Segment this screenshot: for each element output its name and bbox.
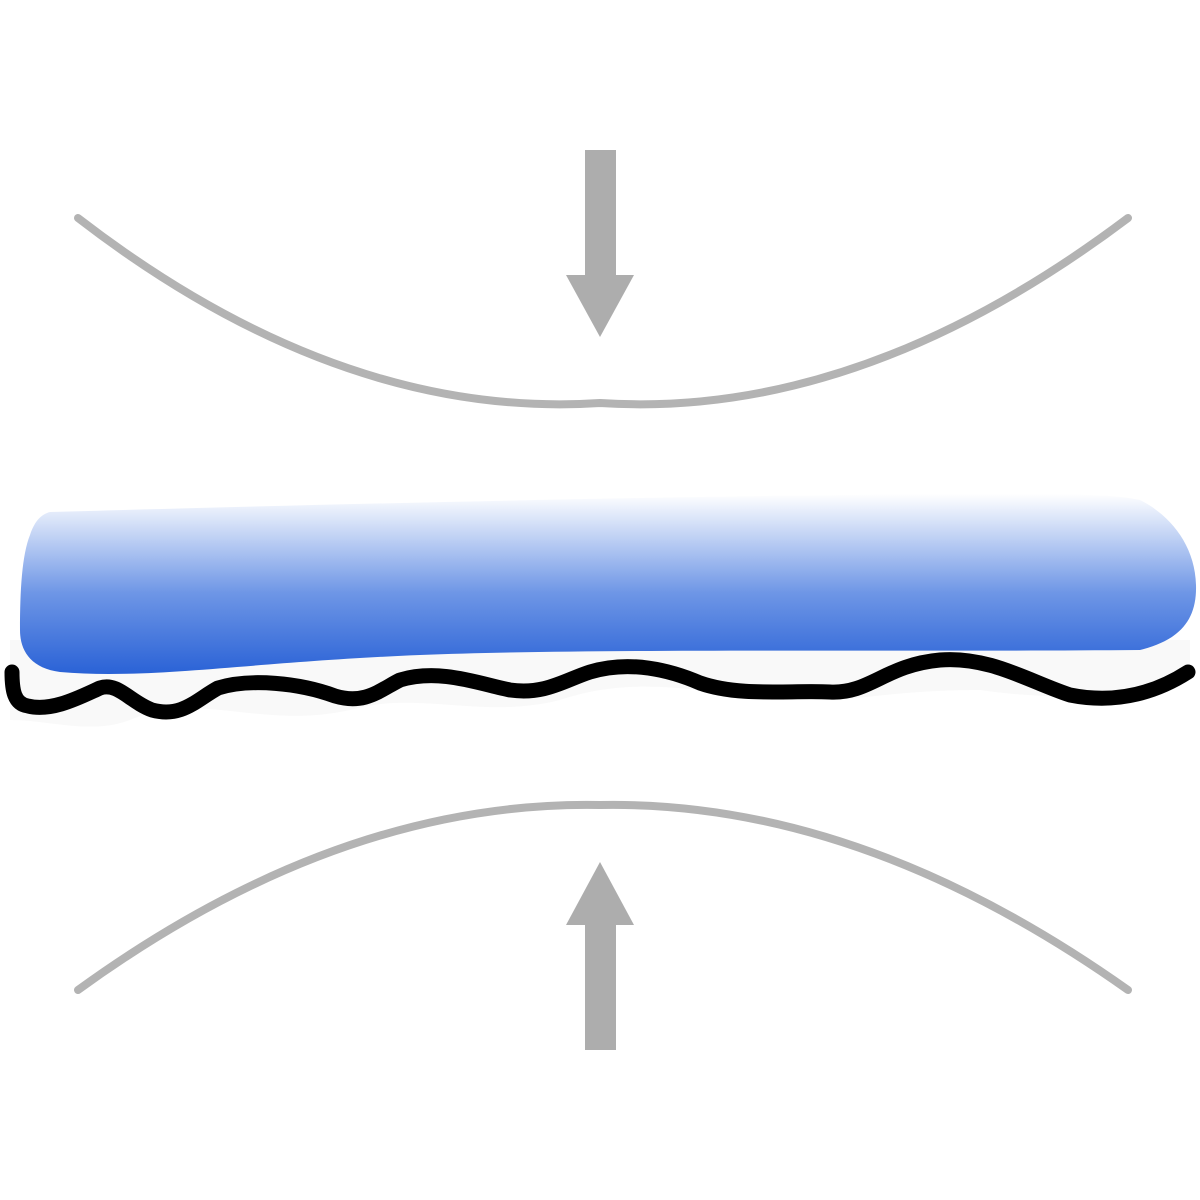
liquid-film-layer [20, 493, 1197, 675]
arrow-down-icon [566, 150, 634, 337]
arrow-up-icon [566, 862, 634, 1050]
upper-pressure-curve [74, 214, 1132, 409]
rough-surface-line [4, 652, 1196, 720]
lower-pressure-curve [74, 800, 1132, 994]
